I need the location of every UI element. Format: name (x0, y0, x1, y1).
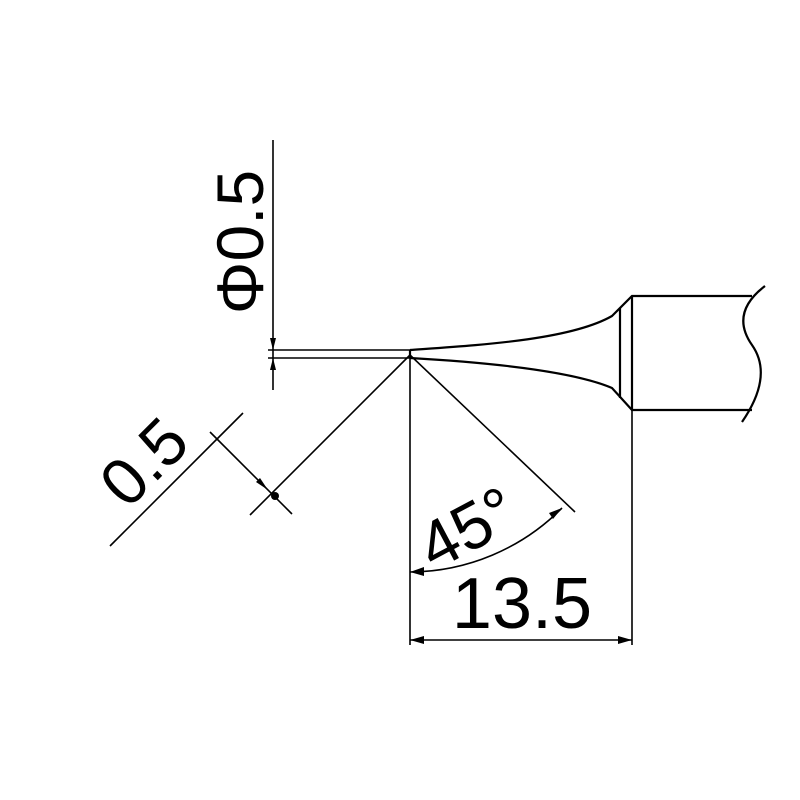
tip-lower-curve (409, 356, 752, 412)
diameter-dimension: Φ0.5 (203, 140, 410, 390)
diameter-label: Φ0.5 (203, 170, 277, 314)
width-ext-line-short (109, 412, 244, 547)
width-dim-line (209, 431, 293, 515)
break-line (741, 285, 766, 423)
length-arrow-left (410, 636, 424, 644)
tip-outline (408, 285, 766, 423)
length-label: 13.5 (452, 564, 592, 644)
width-label: 0.5 (85, 403, 202, 520)
angle-arrow-left (410, 567, 424, 576)
diameter-arrow-top (270, 338, 276, 350)
width-arrow-2 (271, 492, 279, 500)
angle-arrow-right (549, 508, 562, 519)
width-arrow-1 (256, 478, 268, 490)
length-dimension: 13.5 (410, 410, 633, 645)
width-ext-line-long (249, 354, 411, 516)
angle-ext-line-diagonal (409, 354, 576, 513)
angle-arc (409, 507, 563, 573)
length-arrow-right (618, 636, 632, 644)
diameter-arrow-bottom (270, 358, 276, 370)
width-dimension: 0.5 (85, 354, 411, 547)
tip-upper-curve (409, 294, 752, 352)
